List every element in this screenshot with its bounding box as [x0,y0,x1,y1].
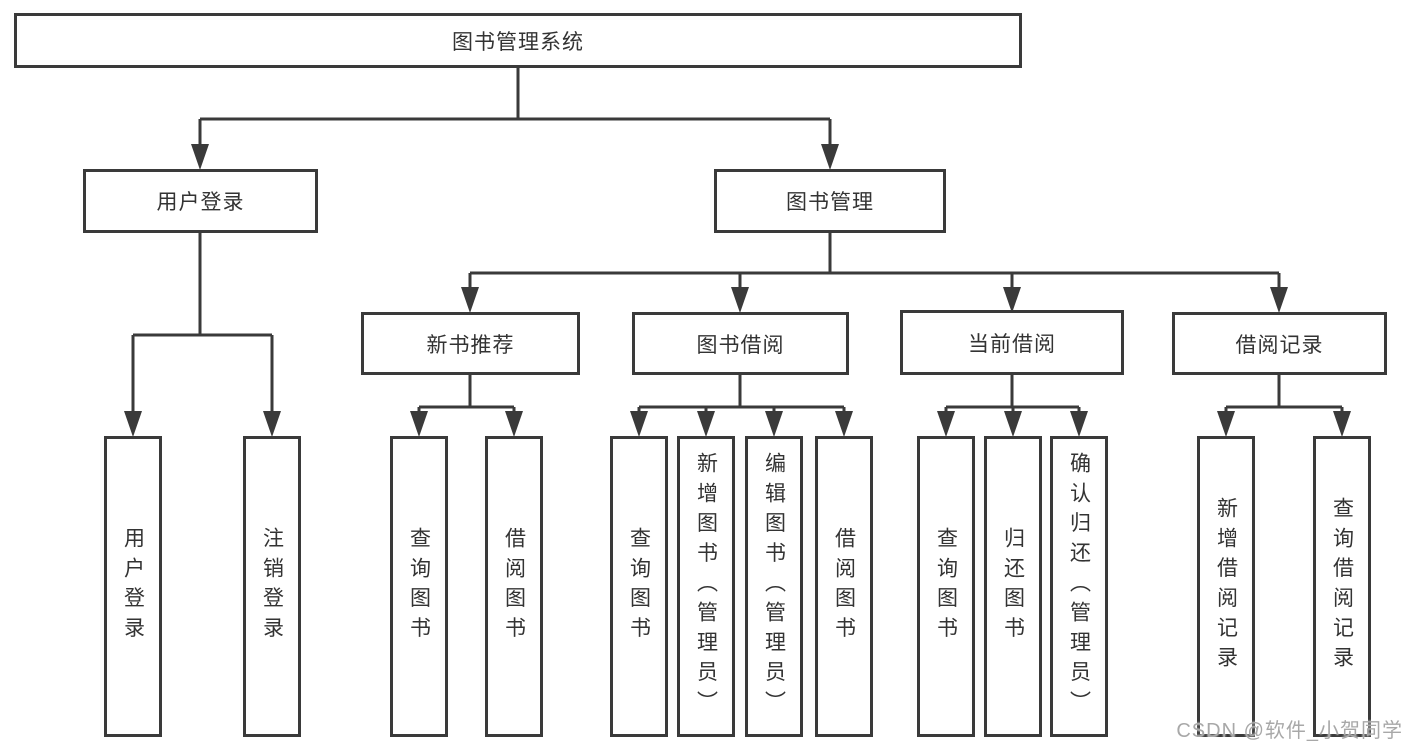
arrowhead-icon [630,411,648,437]
node-label: 新增借阅记录 [1214,497,1238,676]
node-label: 当前借阅 [968,332,1056,356]
arrowhead-icon [1004,411,1022,437]
leaf-node-user-login: 用户登录 [104,436,162,737]
arrowhead-icon [505,411,523,437]
connector-new-book-to-leaves [410,375,523,437]
arrowhead-icon [731,287,749,313]
leaf-node-edit-books-admin: 编辑图书（管理员） [745,436,803,737]
watermark: CSDN @软件_小贺同学 [1176,720,1403,742]
node-label: 图书借阅 [696,333,785,357]
arrowhead-icon [191,144,209,170]
arrowhead-icon [1003,287,1021,313]
leaf-node-query-books-recommend: 查询图书 [390,436,448,737]
leaf-node-confirm-return-admin: 确认归还（管理员） [1050,436,1108,737]
node-book-management: 图书管理 [714,169,946,233]
arrowhead-icon [821,144,839,170]
node-label: 确认归还（管理员） [1067,452,1091,721]
leaf-node-query-books-current: 查询图书 [917,436,975,737]
node-label: 新书推荐 [426,333,515,357]
arrowhead-icon [765,411,783,437]
leaf-node-return-books: 归还图书 [984,436,1042,737]
connector-borrow-records-to-leaves [1217,375,1351,437]
leaf-node-add-borrow-record: 新增借阅记录 [1197,436,1255,737]
arrowhead-icon [1333,411,1351,437]
node-book-borrow: 图书借阅 [632,312,849,375]
arrowhead-icon [410,411,428,437]
node-borrow-records: 借阅记录 [1172,312,1387,375]
node-new-book-recommend: 新书推荐 [361,312,580,375]
connector-current-borrow-to-leaves [937,375,1088,437]
node-label: 用户登录 [121,526,145,647]
leaf-node-add-books-admin: 新增图书（管理员） [677,436,735,737]
node-label: 图书管理系统 [452,30,584,54]
connector-user-login-to-leaves [124,233,281,437]
arrowhead-icon [937,411,955,437]
node-label: 查询借阅记录 [1330,497,1354,676]
arrowhead-icon [461,287,479,313]
arrowhead-icon [697,411,715,437]
leaf-node-borrow-books: 借阅图书 [815,436,873,737]
node-label: 图书管理 [786,191,874,214]
leaf-node-query-borrow-record: 查询借阅记录 [1313,436,1371,737]
node-label: 查询图书 [627,526,651,647]
arrowhead-icon [124,411,142,437]
arrowhead-icon [835,411,853,437]
node-label: 借阅图书 [832,526,856,647]
connector-book-borrow-to-leaves [630,375,853,437]
node-label: 注销登录 [260,526,284,647]
arrowhead-icon [1270,287,1288,313]
connector-root-to-level2 [191,68,839,170]
node-label: 编辑图书（管理员） [762,452,786,721]
leaf-node-logout: 注销登录 [243,436,301,737]
node-label: 归还图书 [1001,526,1025,647]
node-user-login: 用户登录 [83,169,318,233]
arrowhead-icon [263,411,281,437]
node-label: 新增图书（管理员） [694,452,718,721]
node-label: 借阅图书 [502,526,526,647]
node-label: 用户登录 [156,191,245,214]
node-label: 查询图书 [934,526,958,647]
node-library-system: 图书管理系统 [14,13,1022,68]
leaf-node-borrow-books-recommend: 借阅图书 [485,436,543,737]
arrowhead-icon [1070,411,1088,437]
node-current-borrow: 当前借阅 [900,310,1124,375]
node-label: 借阅记录 [1235,333,1324,357]
node-label: 查询图书 [407,526,431,647]
arrowhead-icon [1217,411,1235,437]
leaf-node-query-books-borrow: 查询图书 [610,436,668,737]
connector-book-mgmt-to-level3 [461,233,1288,313]
